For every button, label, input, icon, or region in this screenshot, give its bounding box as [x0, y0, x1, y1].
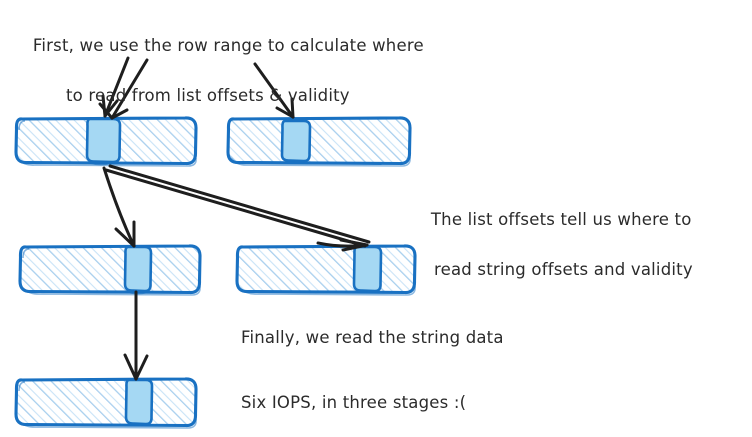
bar-highlight-segment[interactable] [124, 378, 154, 426]
bar-outline [226, 116, 412, 166]
bar-sketch-stroke [18, 381, 26, 392]
annotation-intro-line2: to read from list offsets & validity [66, 86, 350, 105]
annotation-offsets-line2: read string offsets and validity [434, 260, 693, 279]
annotation-intro: First, we use the row range to calculate… [22, 8, 424, 133]
bar-sketch-stroke [22, 248, 30, 259]
bar-string-data[interactable] [14, 377, 198, 429]
bar-list-offsets[interactable] [14, 116, 198, 167]
bar-highlight-segment[interactable] [85, 117, 122, 164]
annotation-list-offsets: The list offsets tell us where to read s… [420, 182, 693, 307]
arrow-intro-to-list-offsets-alt [98, 58, 149, 120]
bar-highlight-segment[interactable] [280, 119, 312, 163]
annotation-iops: Six IOPS, in three stages :( [241, 393, 467, 412]
bar-string-validity[interactable] [235, 244, 417, 296]
bar-outline [18, 244, 202, 295]
bar-string-offsets[interactable] [18, 244, 202, 296]
bar-highlight-segment[interactable] [352, 245, 383, 293]
bar-sketch-stroke [18, 418, 197, 429]
bar-highlight-segment[interactable] [123, 245, 153, 293]
bar-sketch-stroke [239, 285, 416, 296]
annotation-offsets-line1: The list offsets tell us where to [430, 210, 692, 229]
highlight-sketch-stroke [89, 162, 111, 166]
arrow-intro-to-list-validity [253, 62, 295, 119]
bar-list-validity[interactable] [226, 116, 412, 167]
bar-sketch-stroke [230, 156, 411, 167]
arrow-list-offsets-to-string-validity [104, 164, 371, 252]
arrow-string-offsets-to-string-data [123, 290, 149, 381]
bar-sketch-stroke [18, 120, 26, 131]
bar-outline [14, 377, 198, 428]
arrow-list-offsets-to-string-offsets [102, 166, 136, 248]
bar-sketch-stroke [22, 285, 201, 296]
annotation-intro-line1: First, we use the row range to calculate… [32, 36, 424, 55]
annotation-final: Finally, we read the string data [241, 328, 504, 347]
bar-outline [235, 244, 417, 295]
